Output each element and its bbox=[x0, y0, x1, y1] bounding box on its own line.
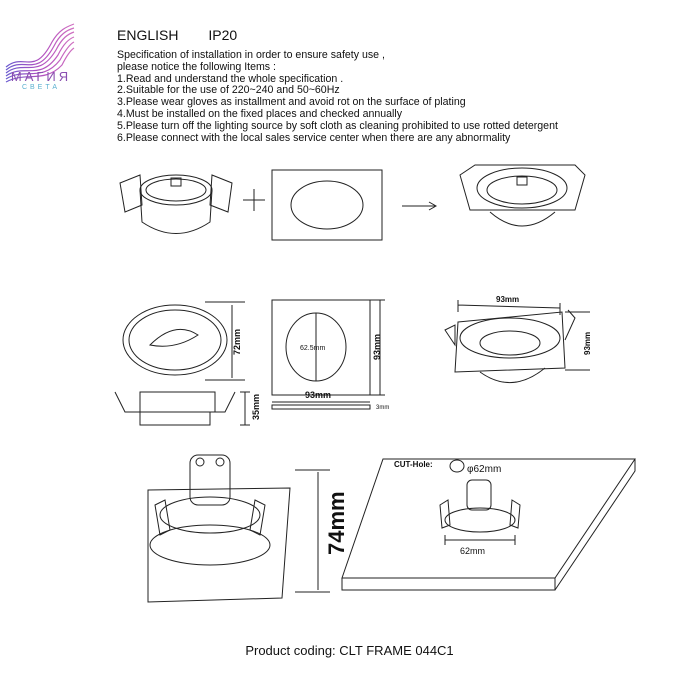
cut-hole-diameter: φ62mm bbox=[467, 464, 501, 475]
dim-62mm: 62mm bbox=[460, 546, 485, 556]
spec-intro: please notice the following Items : bbox=[117, 60, 276, 73]
logo-text: МАГИЯ bbox=[10, 69, 72, 84]
spec-item: 1.Read and understand the whole specific… bbox=[117, 72, 344, 85]
cut-hole-label: CUT-Hole: bbox=[394, 460, 433, 469]
dim-72mm: 72mm bbox=[232, 329, 242, 355]
dimensioned-fixture-drawing bbox=[444, 300, 590, 384]
fixture-frame-drawing bbox=[119, 174, 233, 234]
dim-93mm-top: 93mm bbox=[496, 295, 519, 304]
ceiling-cut-drawing bbox=[341, 458, 636, 591]
spec-intro: Specification of installation in order t… bbox=[117, 49, 385, 61]
arrow-icon bbox=[402, 201, 438, 211]
assembled-fixture-drawing bbox=[459, 164, 586, 227]
spec-item: 4.Must be installed on the fixed places … bbox=[117, 107, 403, 120]
logo-subtext: СВЕТА bbox=[21, 84, 61, 91]
dim-62-5mm: 62.5mm bbox=[300, 345, 325, 352]
plate-dimension-drawing bbox=[271, 299, 385, 410]
spec-item: 6.Please connect with the local sales se… bbox=[117, 131, 511, 144]
product-coding: Product coding: CLT FRAME 044C1 bbox=[245, 643, 454, 658]
dim-74mm: 74mm bbox=[324, 491, 349, 555]
cross-section-drawing bbox=[147, 454, 330, 603]
spec-item: 3.Please wear gloves as installment and … bbox=[117, 96, 466, 109]
dim-3mm: 3mm bbox=[376, 405, 389, 411]
dim-93mm-height: 93mm bbox=[372, 334, 382, 360]
dim-93mm-width: 93mm bbox=[305, 390, 331, 400]
spec-item: 5.Please turn off the lighting source by… bbox=[117, 119, 558, 132]
spec-item: 2.Suitable for the use of 220~240 and 50… bbox=[117, 84, 340, 97]
dim-35mm: 35mm bbox=[251, 394, 261, 420]
plus-icon bbox=[243, 189, 265, 211]
language-label: ENGLISH bbox=[117, 27, 179, 43]
side-view-drawing bbox=[114, 391, 250, 426]
top-view-drawing bbox=[122, 301, 245, 381]
logo-icon bbox=[5, 23, 75, 83]
dim-93mm-side: 93mm bbox=[583, 332, 592, 355]
header: ENGLISH IP20 bbox=[117, 27, 263, 43]
specification-text: Specification of installation in order t… bbox=[117, 49, 558, 144]
square-plate-drawing bbox=[271, 169, 383, 241]
ip-rating: IP20 bbox=[208, 27, 238, 43]
